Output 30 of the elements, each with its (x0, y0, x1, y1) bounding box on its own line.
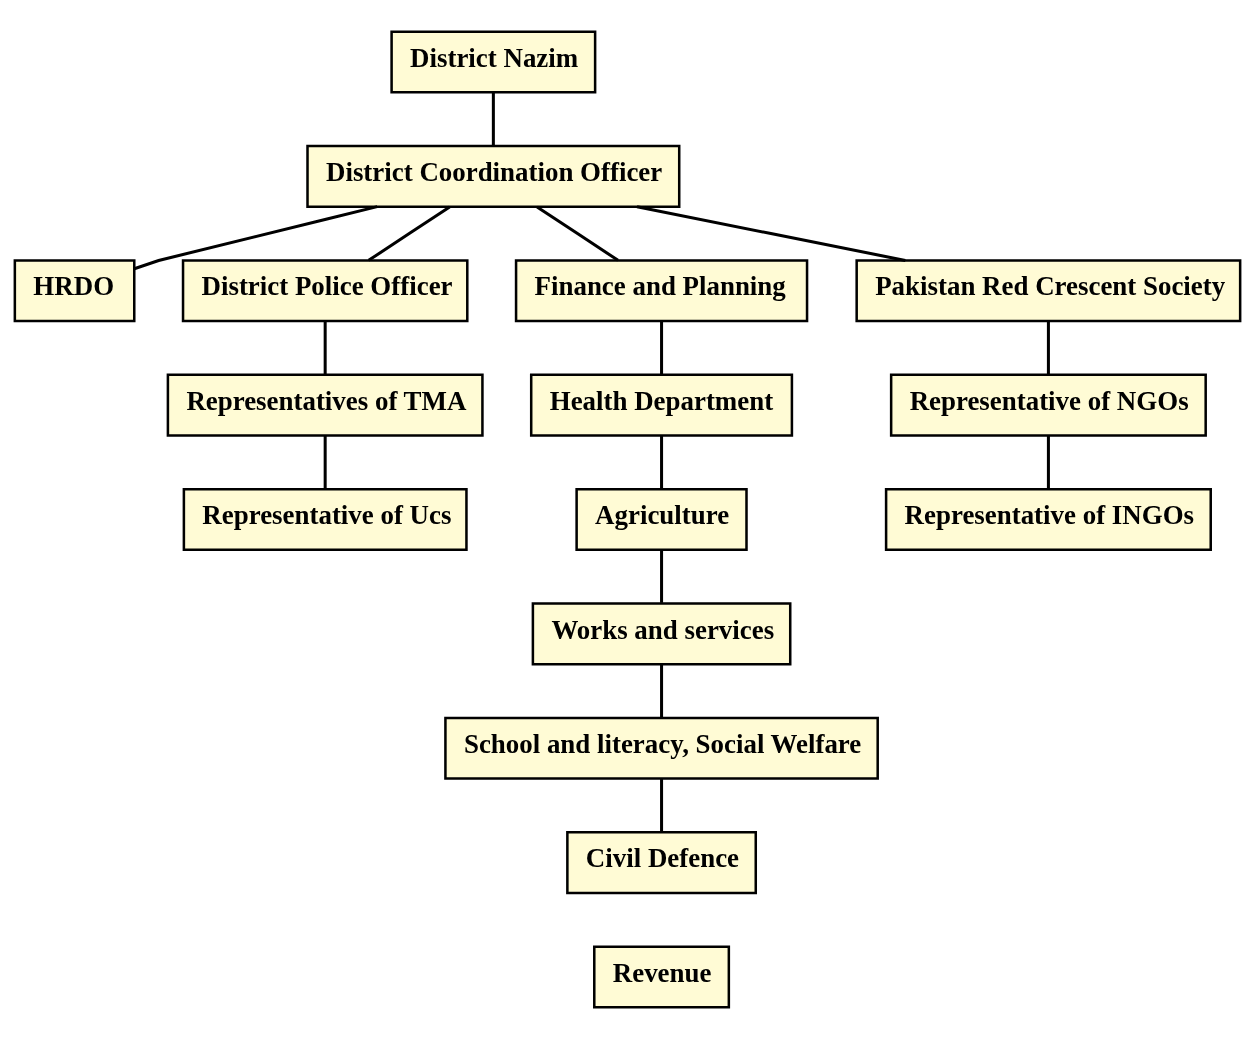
node-box: Representative of NGOs (889, 373, 1207, 437)
connector (660, 664, 664, 717)
connector (367, 205, 451, 262)
connector (1046, 321, 1050, 374)
node-box: Representative of Ucs (182, 487, 468, 551)
node-box: Revenue (593, 944, 731, 1009)
connector (1046, 435, 1050, 488)
node-box: Health Department (529, 373, 794, 437)
connector (133, 204, 378, 270)
connector (323, 321, 327, 374)
connector (660, 778, 664, 832)
node-box: Works and services (531, 601, 792, 665)
node-box: District Police Officer (181, 258, 469, 322)
node-box: District Coordination Officer (306, 144, 681, 208)
node-box: Pakistan Red Crescent Society (855, 258, 1242, 322)
node-box: School and literacy, Social Welfare (444, 716, 879, 780)
node-box: Agriculture (575, 487, 748, 551)
node-box: Representatives of TMA (166, 373, 484, 437)
node-box: District Nazim (390, 29, 597, 94)
connector (660, 321, 664, 374)
connector (323, 435, 327, 488)
connector (636, 204, 906, 262)
node-box: Finance and Planning (514, 258, 809, 322)
node-box: Representative of INGOs (884, 487, 1212, 551)
connector (536, 205, 619, 262)
node-box: Civil Defence (566, 830, 757, 894)
connector (491, 92, 495, 145)
node-box: HRDO (13, 258, 136, 322)
connector (660, 549, 664, 603)
connector (660, 435, 664, 488)
